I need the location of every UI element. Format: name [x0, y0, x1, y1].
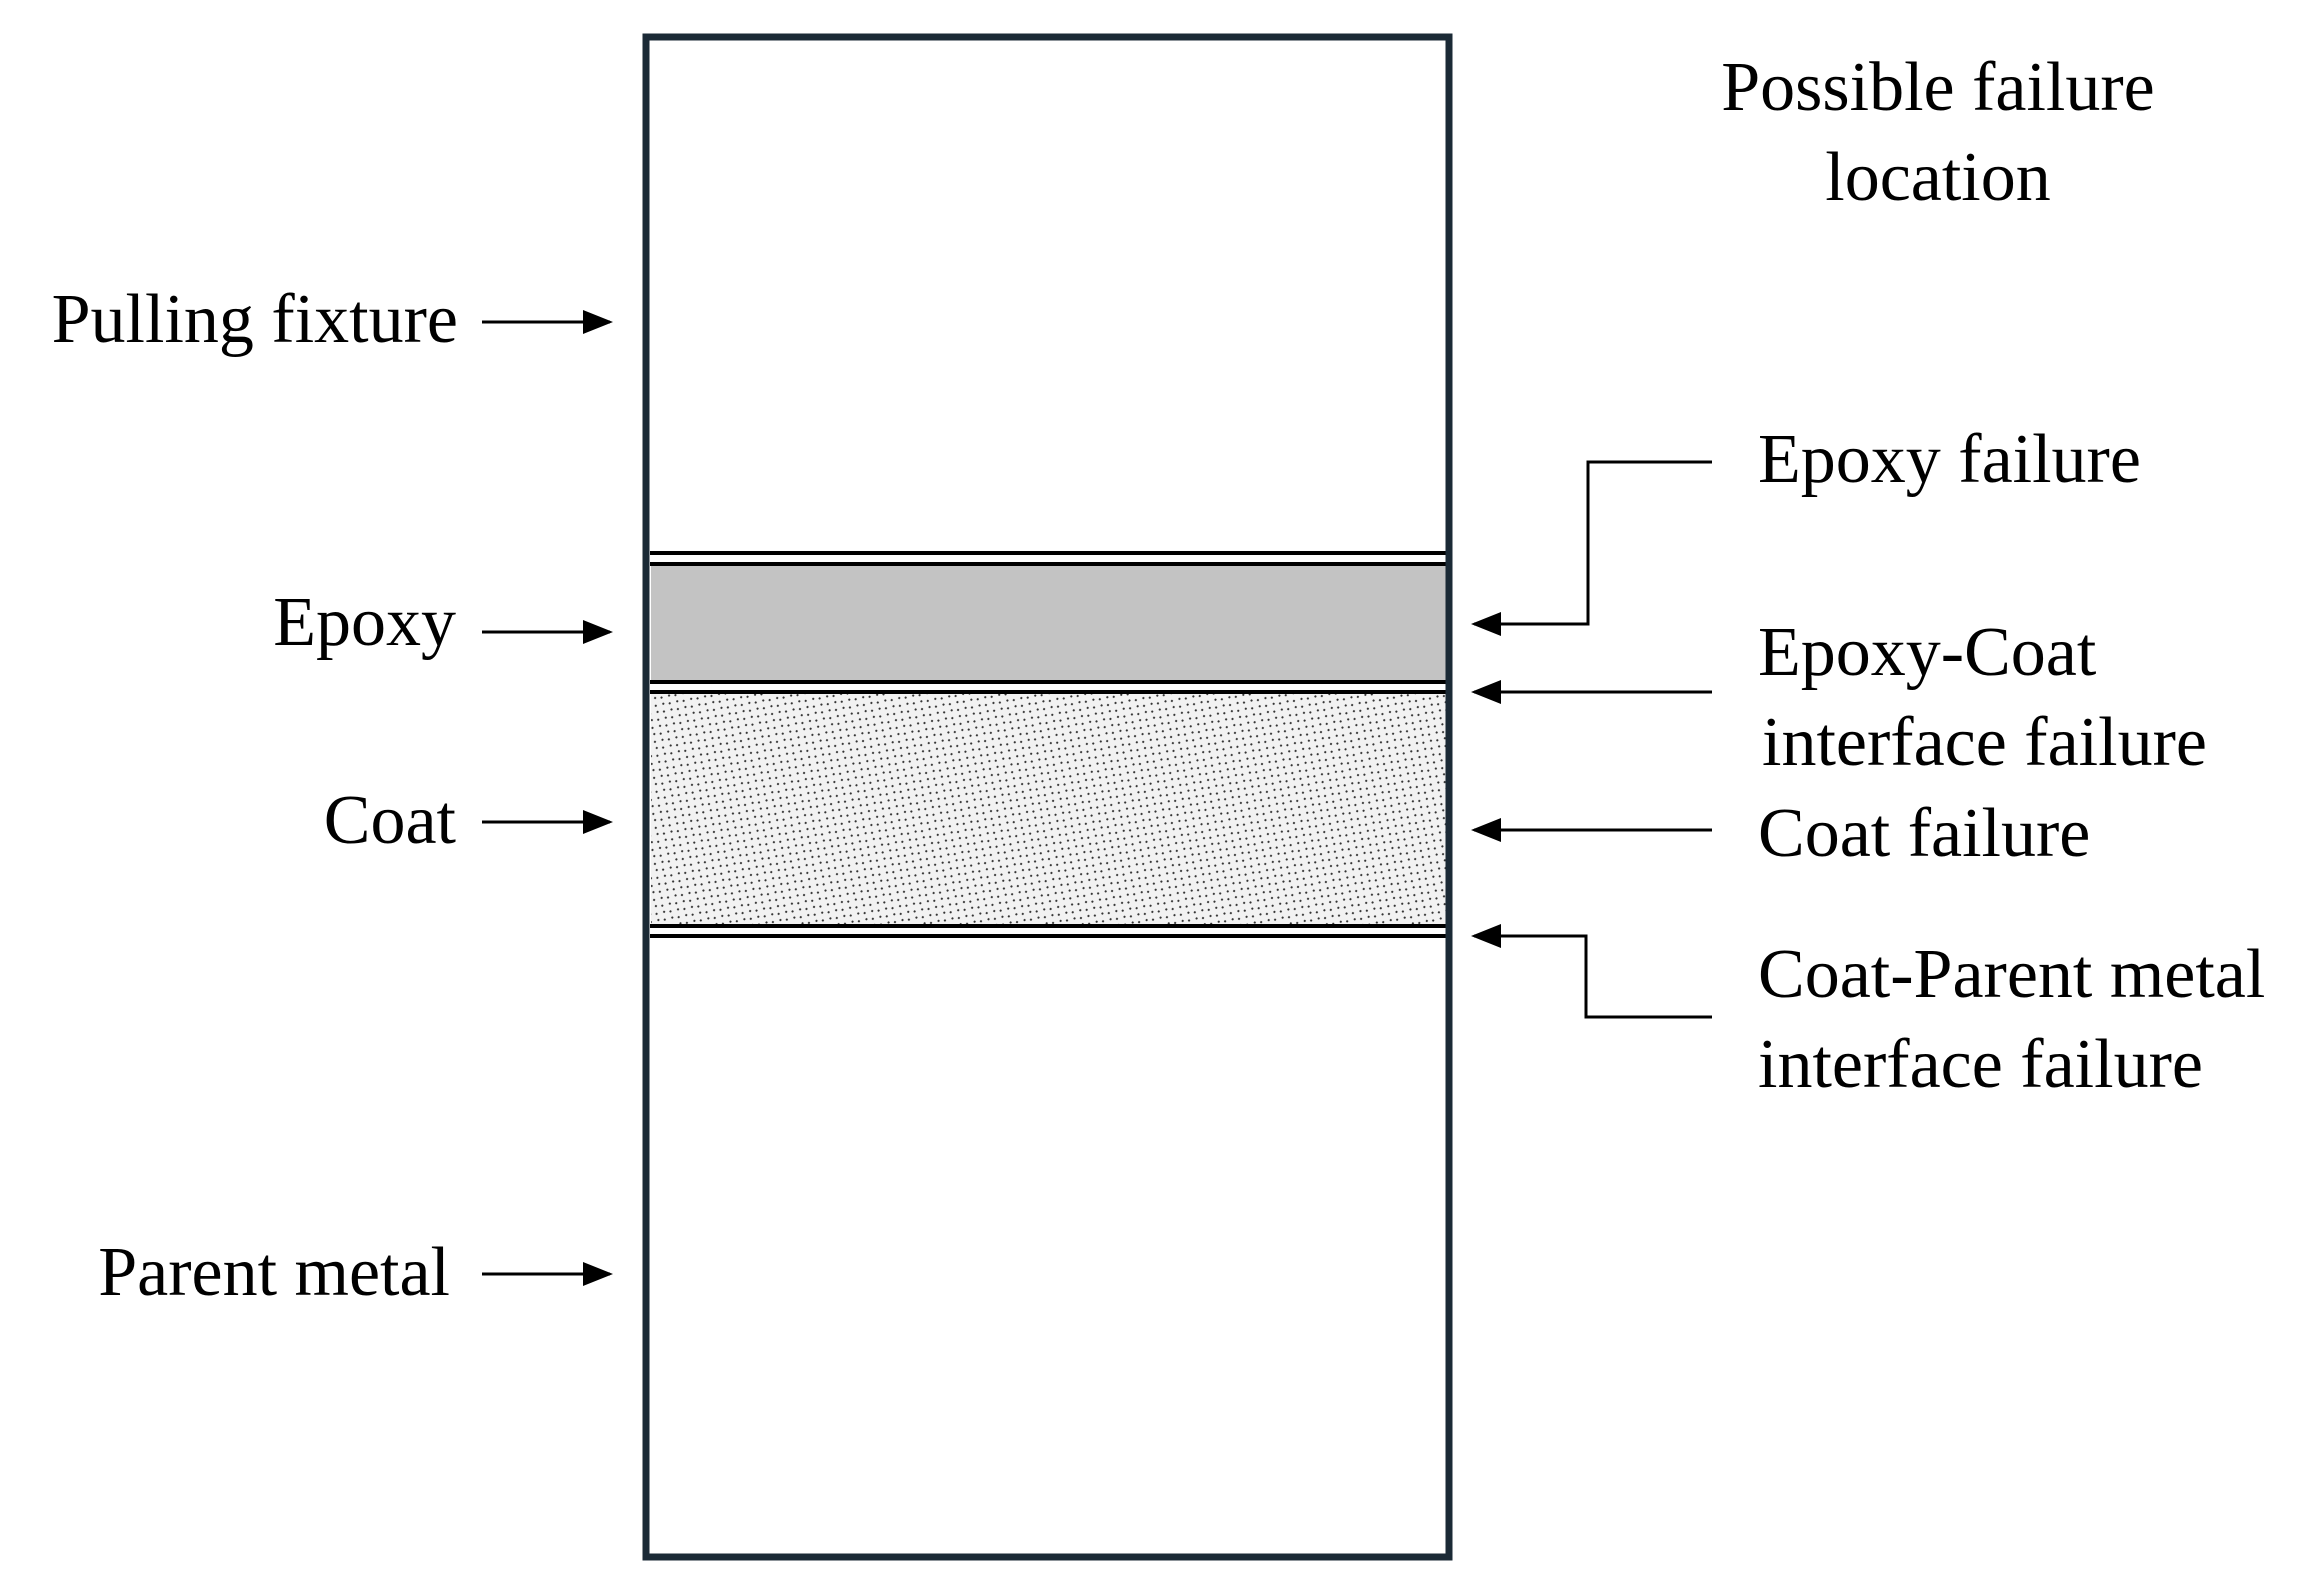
heading-line-1: Possible failure: [1721, 49, 2155, 126]
specimen-frame: [642, 33, 1453, 1561]
epoxy-layer: [651, 566, 1446, 682]
specimen-column: [642, 33, 1453, 1561]
coat-layer: [651, 694, 1446, 926]
arrow-epoxy-failure: [1471, 460, 1712, 636]
failure-location-heading: Possible failure location: [1721, 49, 2155, 216]
label-epoxy-failure: Epoxy failure: [1758, 421, 2141, 498]
label-epoxy-coat-line-1: Epoxy-Coat: [1758, 614, 2097, 691]
arrow-coat-parent-interface: [1471, 924, 1712, 1019]
label-coat-parent-line-1: Coat-Parent metal: [1758, 936, 2265, 1013]
left-label-group: Pulling fixture Epoxy Coat Parent metal: [52, 281, 613, 1311]
label-coat-parent-line-2: interface failure: [1758, 1026, 2203, 1103]
heading-line-2: location: [1825, 139, 2050, 216]
label-coat-failure: Coat failure: [1758, 795, 2090, 872]
label-pulling-fixture: Pulling fixture: [52, 281, 458, 358]
right-label-group: Epoxy failure Epoxy-Coat interface failu…: [1471, 421, 2265, 1103]
label-coat: Coat: [324, 782, 457, 859]
label-epoxy: Epoxy: [273, 584, 456, 661]
label-epoxy-coat-line-2: interface failure: [1762, 704, 2207, 781]
label-parent-metal: Parent metal: [98, 1234, 450, 1311]
fixture-epoxy-interface: [650, 551, 1447, 566]
